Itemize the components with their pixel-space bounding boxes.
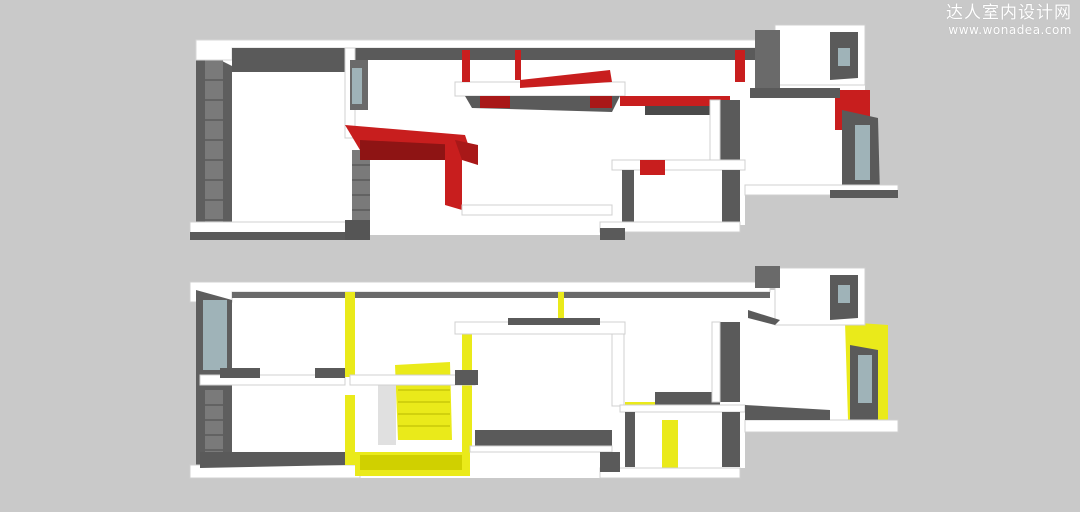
bottom-wall-right-col (718, 322, 740, 402)
bottom-wall-center-floor (475, 430, 612, 448)
top-floorplan (189, 24, 899, 240)
top-red-stairs (520, 70, 612, 88)
top-red-wall-4 (462, 50, 470, 82)
bottom-window-left-top (203, 300, 227, 370)
bottom-room-far-right-cap (755, 266, 780, 288)
bottom-yellow-wall-3 (462, 330, 472, 452)
bottom-room-lr-side2 (625, 412, 635, 467)
top-red-wall-5 (515, 50, 521, 80)
top-red-wall-2 (445, 140, 462, 210)
top-wall-center-bottom (461, 204, 613, 216)
top-wall-vertical-right-top (709, 99, 721, 166)
top-red-wall-6 (620, 96, 730, 106)
top-window-1 (352, 68, 362, 104)
bottom-window-right-big (858, 355, 872, 403)
bottom-floorplan (189, 266, 899, 479)
bottom-yellow-stairs (395, 362, 452, 440)
watermark: 达人室内设计网 www.wonadea.com (946, 3, 1072, 37)
top-red-wall-7 (735, 50, 745, 82)
top-red-wall-3 (455, 140, 478, 165)
bottom-wall-right-mid (655, 392, 720, 405)
watermark-url: www.wonadea.com (948, 22, 1072, 37)
bottom-wall-right-room (619, 404, 746, 413)
top-window-right-big (855, 125, 870, 180)
watermark-title: 达人室内设计网 (946, 3, 1072, 23)
top-wall-right-bottom-side (830, 190, 898, 198)
bottom-column-br (600, 452, 620, 472)
bottom-wall-north-side (232, 292, 770, 298)
bottom-wall-hall-dark (455, 370, 478, 385)
top-window-grille-lines (205, 79, 223, 221)
top-room-lr-side (622, 170, 634, 225)
top-column-mid (352, 150, 370, 220)
bottom-window-grille-lines (205, 404, 223, 451)
bottom-wall-left-divider-side2 (315, 368, 345, 378)
top-room-lr-side-r (722, 170, 740, 228)
bottom-wall-right-col-top (711, 321, 721, 403)
bottom-wall-lr-bottom (599, 467, 741, 479)
top-wall-north-side (232, 48, 765, 72)
bottom-yellow-wall-1 (345, 292, 355, 377)
top-wall-room-lr (611, 159, 746, 171)
bottom-stair-void (378, 385, 396, 445)
bottom-wall-center-box-side (508, 318, 600, 325)
bottom-yellow-wall-2 (345, 395, 355, 465)
bottom-wall-left-divider-side (220, 368, 260, 378)
bottom-wall-right-bottom-side (745, 405, 830, 420)
bottom-window-grille-left (205, 390, 223, 460)
top-wall-lr-bottom-side (600, 228, 625, 240)
bottom-floor (200, 272, 865, 478)
top-wall-south-side (190, 232, 355, 240)
top-wall-right-horizontal (750, 88, 840, 98)
top-room-far-right-cap (755, 30, 780, 95)
bottom-wall-right-bottom (744, 419, 899, 433)
bottom-wall-center-right (611, 333, 625, 407)
top-window-fr (838, 48, 850, 66)
top-red-wall-8 (640, 160, 665, 175)
top-red-wall-1-dark (360, 140, 460, 160)
bottom-room-lr-side (722, 412, 740, 467)
top-window-grille-mid (352, 164, 370, 211)
bottom-yellow-floor-dark (360, 455, 462, 470)
top-red-block-a (480, 96, 510, 108)
bottom-window-fr (838, 285, 850, 303)
top-column-bl (345, 220, 370, 240)
top-window-grille-left (205, 60, 223, 230)
bottom-wall-center-floor-top (469, 445, 613, 453)
top-wall-vertical-right (718, 100, 740, 165)
top-red-block-b (590, 96, 612, 108)
bottom-yellow-wall-4 (558, 292, 564, 327)
top-wall-6-dark (645, 106, 720, 115)
bottom-wall-south-side (200, 452, 345, 468)
bottom-yellow-wall-6 (662, 420, 678, 470)
bottom-wall-right-diag (748, 310, 780, 325)
